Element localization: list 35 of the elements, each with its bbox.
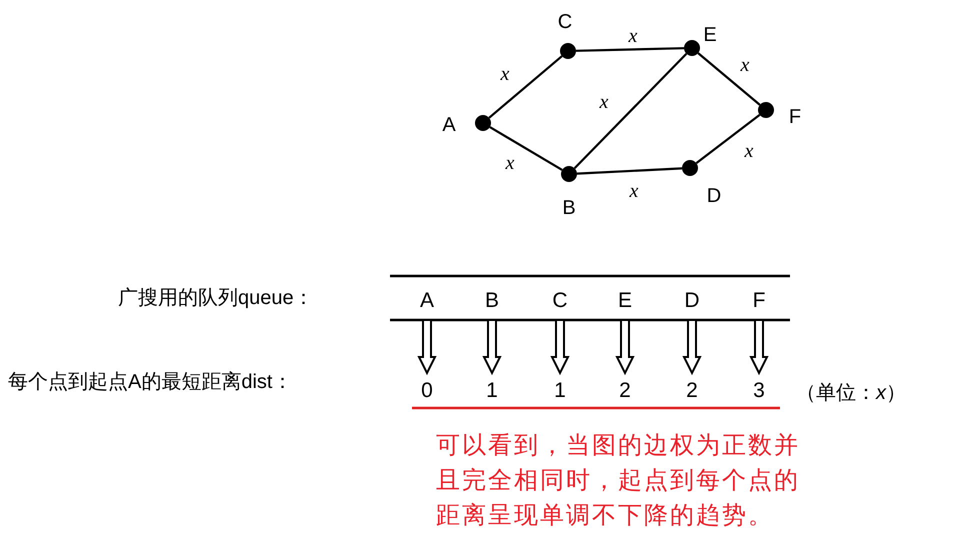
vertex-label: A xyxy=(442,115,456,135)
row-label: 每个点到起点A的最短距离dist： xyxy=(8,370,292,395)
graph-edge xyxy=(576,47,684,52)
vertex-label: F xyxy=(788,107,802,127)
queue-item: C xyxy=(540,283,580,317)
hollow-arrow xyxy=(550,319,570,376)
distance-value: 1 xyxy=(472,374,512,406)
graph-edge xyxy=(574,52,688,170)
hollow-arrow xyxy=(417,319,437,376)
queue-item: B xyxy=(472,283,512,317)
distance-value: 1 xyxy=(540,374,580,406)
hollow-arrow xyxy=(482,319,502,376)
hollow-arrow xyxy=(615,319,635,376)
graph-edge xyxy=(697,52,761,106)
distance-value: 2 xyxy=(672,374,712,406)
queue-item: D xyxy=(672,283,712,317)
hollow-arrow xyxy=(749,319,769,376)
distance-value: 3 xyxy=(739,374,779,406)
queue-item: A xyxy=(407,283,447,317)
distance-value: 0 xyxy=(407,374,447,406)
vertex-label: B xyxy=(562,198,576,218)
queue-item: F xyxy=(739,283,779,317)
vertex-label: C xyxy=(558,12,572,32)
queue-item: E xyxy=(605,283,645,317)
vertex-label: D xyxy=(706,186,722,206)
graph-edge xyxy=(489,126,563,171)
distance-value: 2 xyxy=(605,374,645,406)
hollow-arrow xyxy=(682,319,702,376)
graph-edge xyxy=(696,114,760,164)
note-text: 可以看到，当图的边权为正数并且完全相同时，起点到每个点的距离呈现单调不下降的趋势。 xyxy=(436,431,801,531)
row-label: 广搜用的队列queue： xyxy=(118,286,314,311)
graph-edge xyxy=(576,167,682,175)
vertex-label: E xyxy=(703,25,717,45)
graph-edge xyxy=(488,55,563,119)
unit-note: （单位：x） xyxy=(796,381,906,406)
